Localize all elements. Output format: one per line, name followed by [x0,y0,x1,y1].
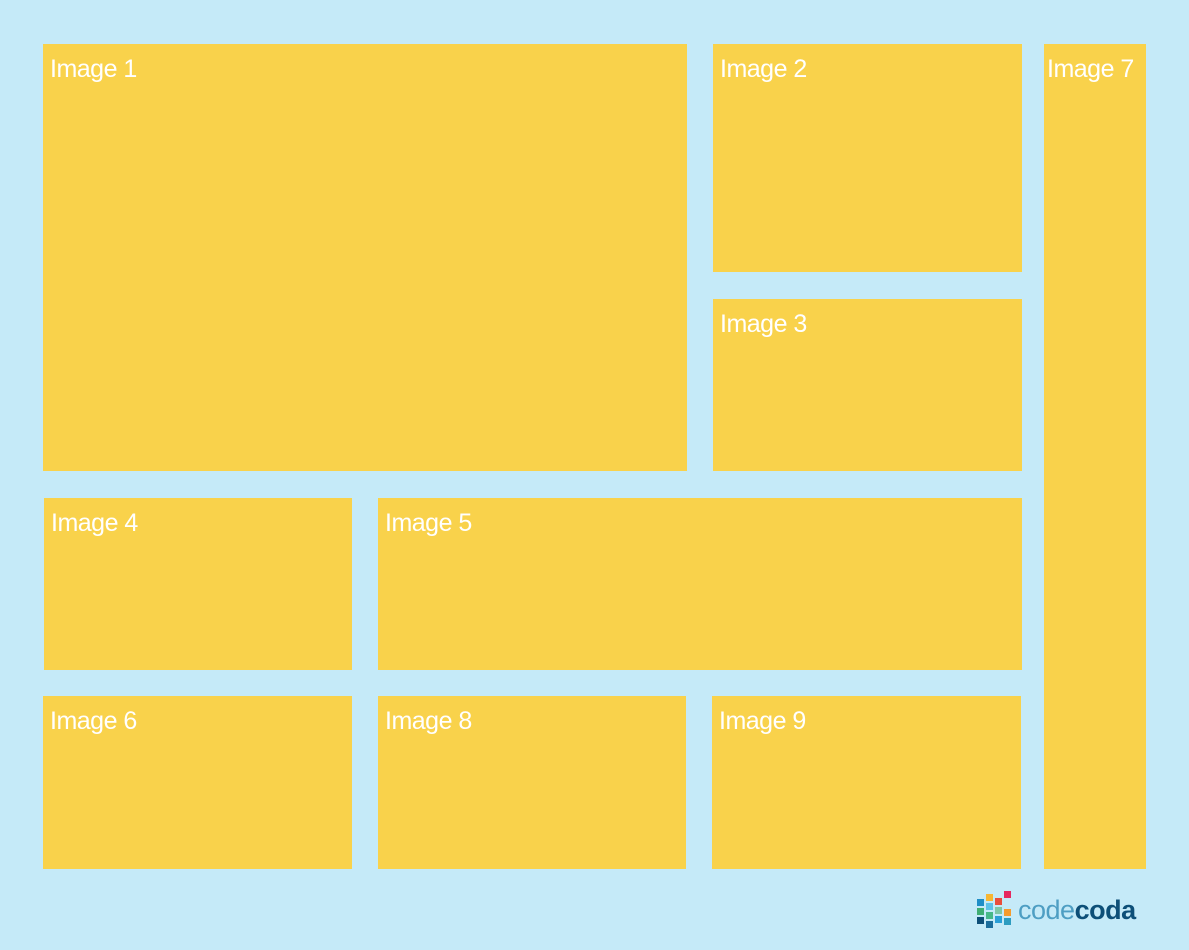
image-3-tile: Image 3 [713,299,1022,471]
logo-square [1004,909,1011,916]
logo-square [1004,891,1011,898]
image-9-tile: Image 9 [712,696,1021,869]
logo-square [995,916,1002,923]
image-8-tile: Image 8 [378,696,686,869]
image-2-tile: Image 2 [713,44,1022,272]
logo-square [977,917,984,924]
logo-square [995,898,1002,905]
image-1-label: Image 1 [50,55,137,83]
codecoda-logo-icon [976,889,1016,931]
image-2-label: Image 2 [720,55,807,83]
codecoda-logo: codecoda [976,889,1136,931]
image-1-tile: Image 1 [43,44,687,471]
image-4-tile: Image 4 [44,498,352,670]
image-7-label: Image 7 [1047,55,1134,83]
logo-square [986,894,993,901]
logo-square [995,907,1002,914]
logo-square [977,899,984,906]
logo-square [986,921,993,928]
image-9-label: Image 9 [719,707,806,735]
logo-square [986,903,993,910]
image-7-tile: Image 7 [1044,44,1146,869]
image-8-label: Image 8 [385,707,472,735]
logo-text-code: code [1018,895,1075,925]
image-5-label: Image 5 [385,509,472,537]
logo-square [977,908,984,915]
codecoda-logo-text: codecoda [1018,895,1136,925]
image-6-label: Image 6 [50,707,137,735]
logo-square [1004,918,1011,925]
logo-text-coda: coda [1074,895,1137,925]
image-5-tile: Image 5 [378,498,1022,670]
image-4-label: Image 4 [51,509,138,537]
image-3-label: Image 3 [720,310,807,338]
image-6-tile: Image 6 [43,696,352,869]
logo-square [986,912,993,919]
